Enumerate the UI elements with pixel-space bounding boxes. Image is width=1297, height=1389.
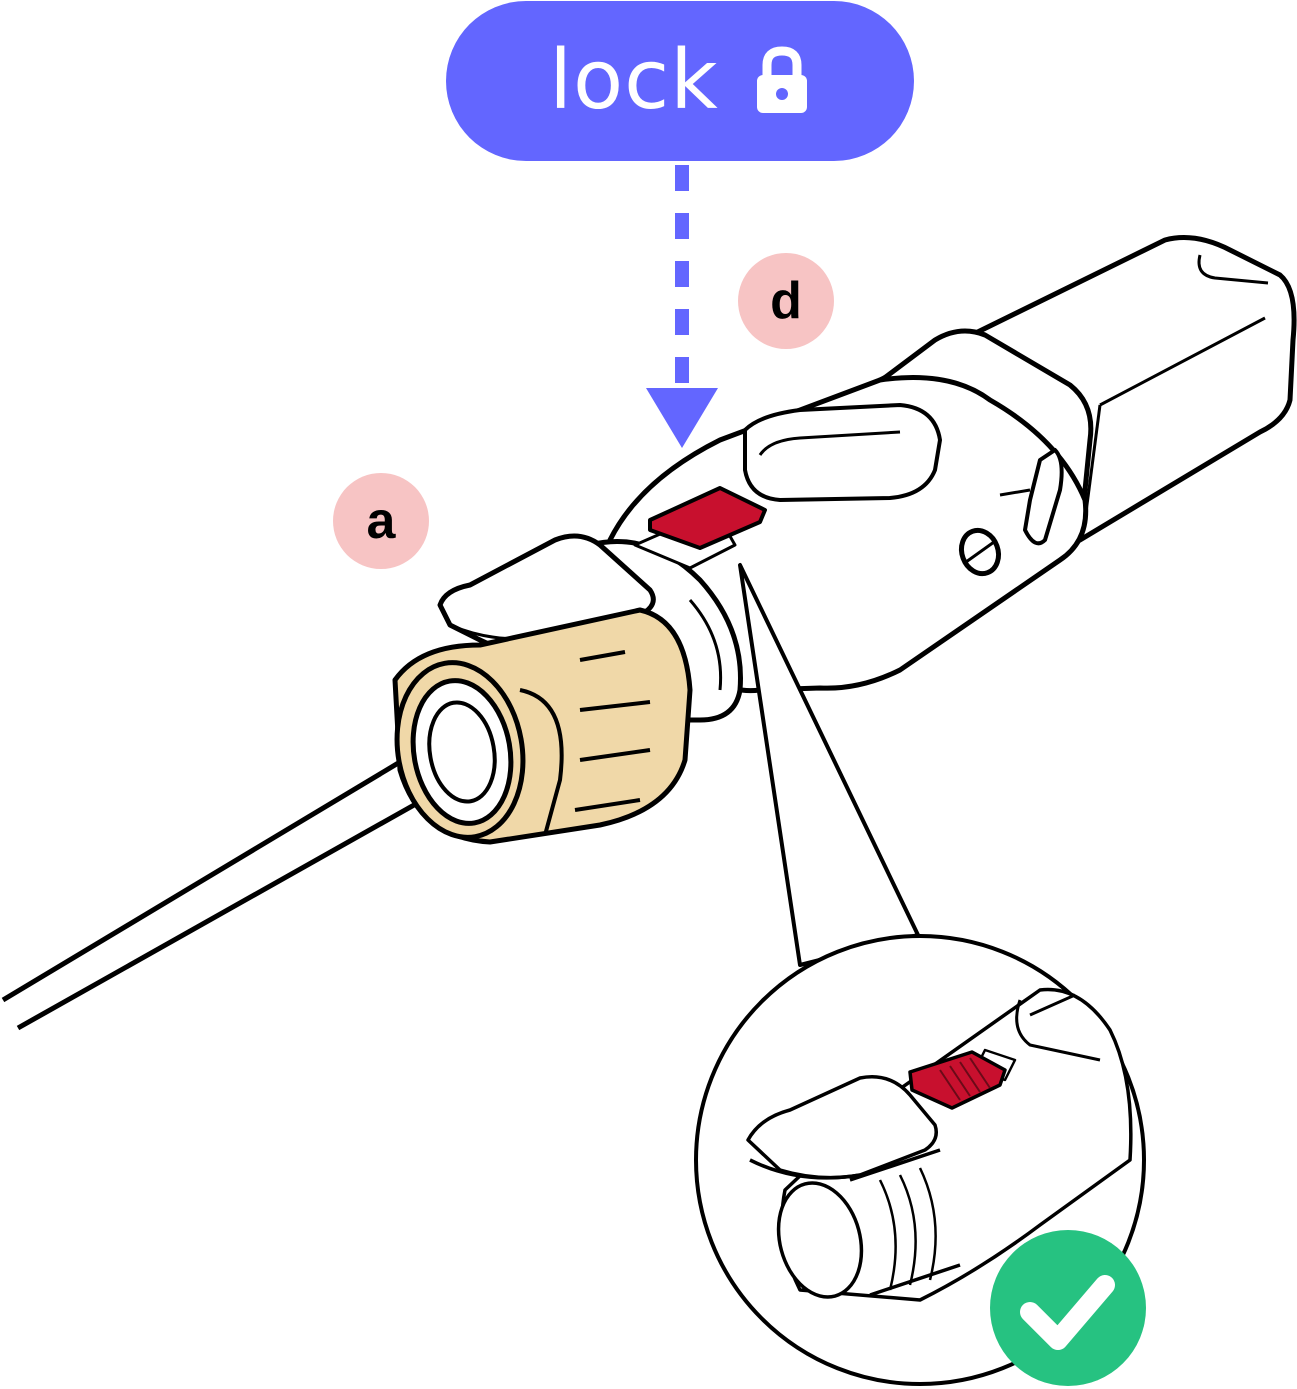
gland-nut xyxy=(392,607,693,845)
part-marker-d: d xyxy=(738,253,834,349)
locked-status-badge xyxy=(990,1230,1146,1386)
lock-label-pill: lock xyxy=(446,1,914,161)
zoom-detail xyxy=(746,987,1133,1302)
checkmark-icon xyxy=(1020,1275,1115,1350)
lock-label-text: lock xyxy=(549,33,719,128)
part-marker-a: a xyxy=(333,473,429,569)
padlock-icon xyxy=(756,46,807,113)
cable xyxy=(1,735,464,1031)
part-marker-a-label: a xyxy=(366,492,396,550)
lock-tab xyxy=(633,486,767,570)
part-marker-d-label: d xyxy=(770,272,802,330)
arrow-head xyxy=(646,388,718,448)
lock-direction-arrow xyxy=(646,165,718,448)
check-badge-circle xyxy=(990,1230,1146,1386)
